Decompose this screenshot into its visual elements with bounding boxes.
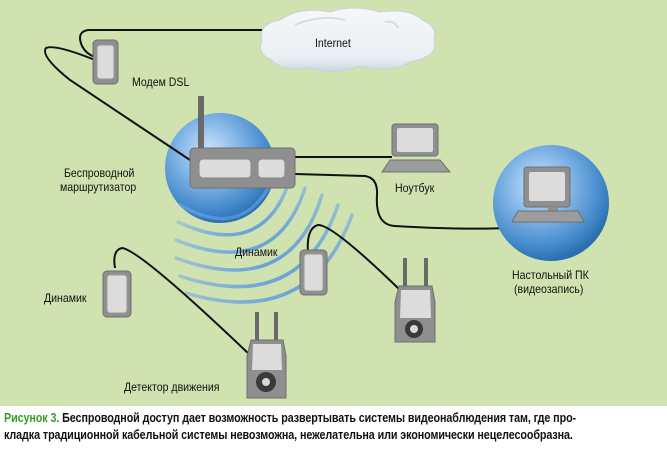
motion-detector-label: Детектор движения [124,380,220,394]
desktop-pc [511,166,585,223]
figure-caption: Рисунок 3. Беспроводной доступ дает возм… [4,410,664,444]
wave-2 [176,183,290,237]
router-antenna [198,96,204,152]
internet-cloud [259,7,436,72]
wireless-camera [394,258,436,343]
desktop-label-line1: Настольный ПК [512,268,589,282]
figure-number: Рисунок 3. [4,411,60,425]
speaker-center-label: Динамик [235,245,278,259]
wave-1 [178,183,272,221]
cable-modem-router [44,46,191,161]
modem-label: Модем DSL [132,75,190,89]
cable-speaker-camera [306,224,401,291]
speaker-left [102,270,132,318]
laptop-label: Ноутбук [395,181,435,195]
speaker-center [299,249,328,296]
cables [44,29,511,356]
network-diagram: Internet Модем DSL Беспроводной маршрути… [0,0,667,406]
speaker-left-label: Динамик [44,291,87,305]
wave-5 [178,203,340,289]
wave-6 [184,213,354,304]
wave-3 [174,186,307,254]
caption-line-2: кладка традиционной кабельной системы не… [4,427,573,444]
dsl-modem [92,39,119,85]
laptop [381,123,452,173]
caption-line-1: Рисунок 3. Беспроводной доступ дает возм… [4,410,576,427]
cable-speaker-detector [113,246,251,356]
router-label-line2: маршрутизатор [60,180,137,194]
router-label-line1: Беспроводной [64,166,135,180]
wireless-router [189,96,296,189]
cable-internet-modem [79,29,262,58]
motion-detector [246,312,287,399]
desktop-label-line2: (видеозапись) [514,282,584,296]
internet-label: Internet [315,36,351,50]
diagram-canvas [44,7,609,399]
caption-text-1: Беспроводной доступ дает возможность раз… [62,411,577,425]
wave-4 [174,193,324,272]
wireless-waves [174,183,354,304]
caption-text-2: кладка традиционной кабельной системы не… [4,428,573,442]
cable-router-desktop [294,173,511,230]
